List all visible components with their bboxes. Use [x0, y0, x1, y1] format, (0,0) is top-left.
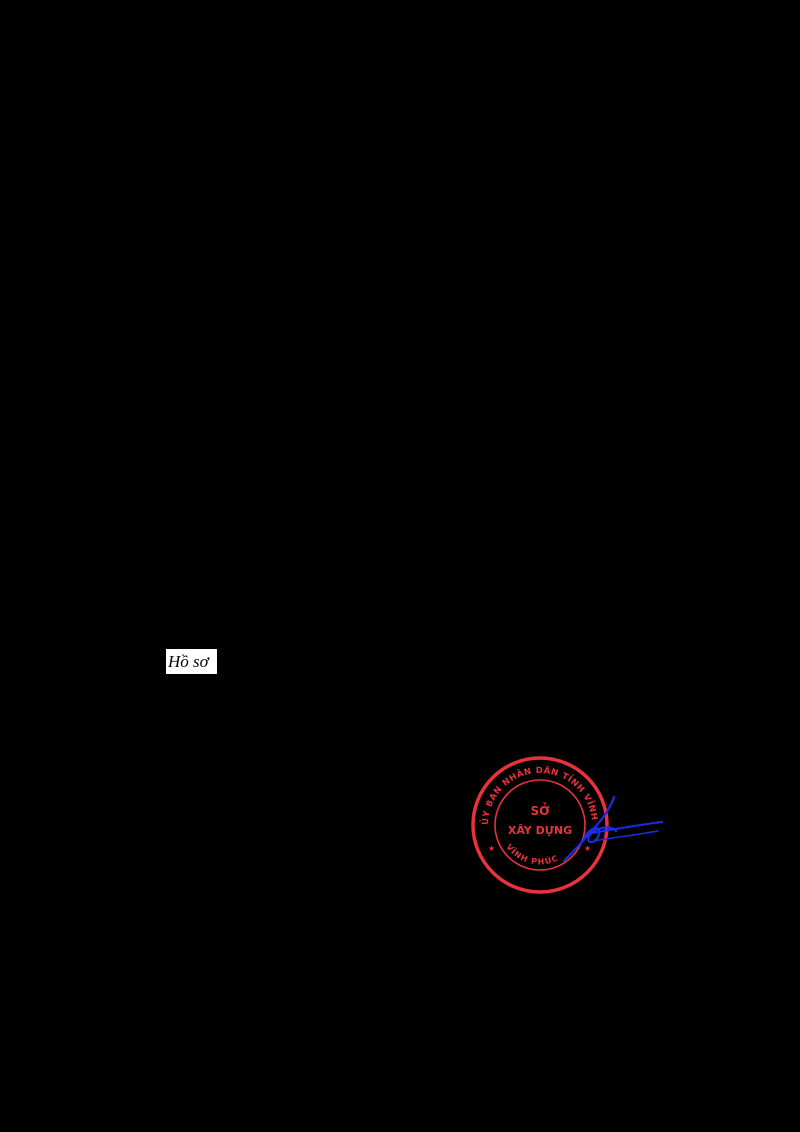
seal-outer-ring: [471, 756, 609, 894]
seal-bottom-textpath: VĨNH PHÚC: [504, 842, 559, 866]
seal-bottom-text: VĨNH PHÚC: [504, 842, 560, 866]
document-text: Hồ sơ: [168, 652, 209, 671]
seal-center-line-1: SỞ: [530, 802, 550, 818]
signature-stroke-flick: [593, 830, 659, 842]
signature-stroke-main: [562, 795, 616, 863]
seal-inner-ring: [494, 779, 586, 871]
seal-star-right: ★: [584, 844, 591, 853]
seal-center-line-2: XÂY DỰNG: [508, 824, 572, 837]
signature: [562, 795, 664, 863]
seal-star-left: ★: [488, 844, 495, 853]
signature-stroke-tail: [590, 820, 664, 835]
official-seal: ỦY BAN NHÂN DÂN TỈNH VĨNH PHÚC VĨNH PHÚC…: [462, 746, 664, 894]
signature-stroke-loop: [582, 826, 618, 844]
text-snippet: Hồ sơ: [166, 649, 217, 674]
